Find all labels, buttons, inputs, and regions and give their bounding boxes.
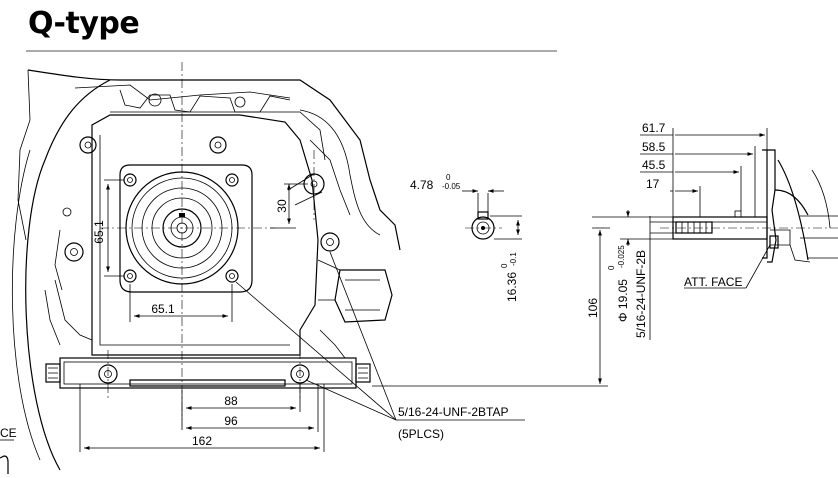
dim-96: 96 bbox=[224, 414, 238, 428]
shaft-thread: 5/16-24-UNF-2B bbox=[634, 250, 648, 338]
key-depth: 16.36 bbox=[505, 272, 519, 302]
dim-17: 17 bbox=[646, 177, 660, 191]
page-title: Q-type bbox=[28, 6, 140, 41]
shaft-diameter: Φ 19.05 bbox=[616, 279, 630, 322]
key-depth-tol-upper: 0 bbox=[500, 263, 509, 268]
att-face-label: ATT. FACE bbox=[684, 275, 742, 289]
thread-callout: 5/16-24-UNF-2BTAP bbox=[398, 405, 508, 419]
side-view bbox=[672, 149, 838, 263]
dim-88: 88 bbox=[224, 394, 238, 408]
key-width: 4.78 bbox=[410, 178, 434, 192]
thread-count: (5PLCS) bbox=[398, 427, 444, 441]
dim-58-5: 58.5 bbox=[642, 140, 666, 154]
dim-106: 106 bbox=[586, 298, 600, 318]
shaft-tol-upper: 0 bbox=[607, 265, 616, 270]
dim-45-5: 45.5 bbox=[642, 158, 666, 172]
partial-face-label: CE bbox=[0, 426, 17, 440]
dim-65-1-vertical: 65.1 bbox=[92, 220, 106, 244]
key-depth-tol-lower: -0.1 bbox=[509, 252, 518, 266]
shaft-tol-lower: -0.025 bbox=[617, 245, 626, 268]
key-width-tol-lower: -0.05 bbox=[442, 182, 461, 191]
key-section bbox=[462, 189, 522, 240]
front-view-dimensions bbox=[0, 179, 525, 474]
key-width-tol-upper: 0 bbox=[446, 173, 451, 182]
dim-30: 30 bbox=[275, 199, 289, 213]
front-view bbox=[11, 62, 401, 471]
dim-61-7: 61.7 bbox=[642, 121, 666, 135]
side-view-dimensions bbox=[372, 128, 838, 387]
dim-162: 162 bbox=[192, 434, 212, 448]
dim-65-1-horizontal: 65.1 bbox=[151, 302, 175, 316]
